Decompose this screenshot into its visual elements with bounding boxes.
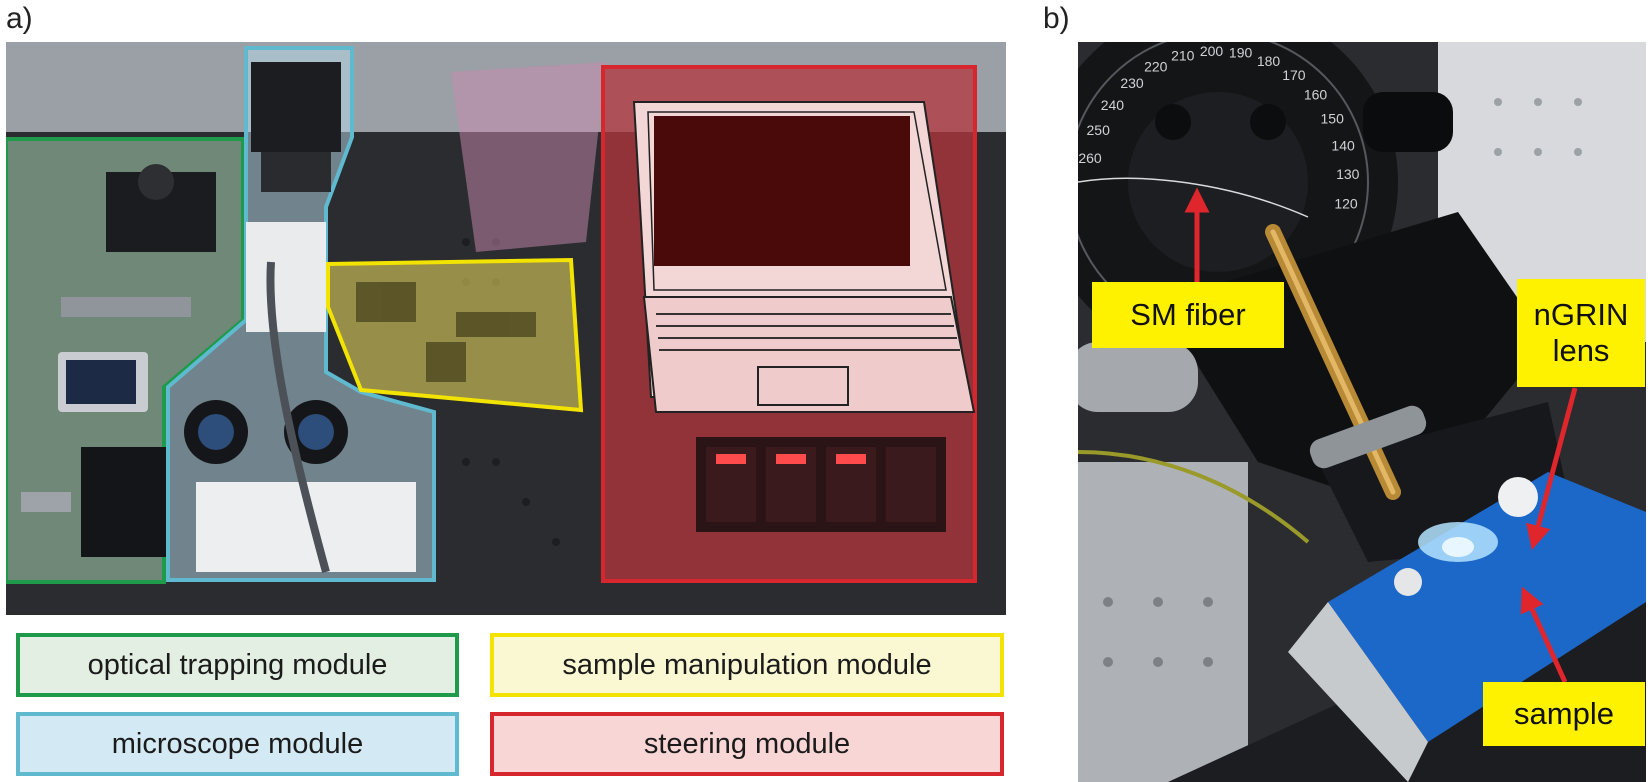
dial-tick-label: 150 [1321,111,1345,127]
lab-setup-photo [6,42,1006,615]
controller-units [696,437,946,532]
sm-fiber-callout: SM fiber [1092,282,1284,348]
dial-tick-label: 250 [1087,122,1111,138]
dial-tick-label: 130 [1336,166,1360,182]
legend-microscope-module: microscope module [16,712,459,776]
dial-tick-label: 140 [1331,138,1355,154]
sample-callout: sample [1483,682,1645,746]
dial-tick-label: 160 [1304,87,1328,103]
dial-tick-label: 180 [1257,53,1281,69]
legend-steering-module: steering module [490,712,1004,776]
lab-setup-illustration [6,42,1006,615]
dial-tick-label: 200 [1200,43,1224,59]
panel-a-label: a) [6,2,33,35]
panel-b-label: b) [1043,2,1070,35]
dial-tick-label: 210 [1171,48,1195,64]
dial-tick-label: 240 [1101,97,1125,113]
dial-tick-label: 220 [1144,59,1168,75]
dial-tick-label: 260 [1078,150,1102,166]
laptop-icon [632,101,976,413]
optical-components [21,164,216,557]
legend-optical-trapping-module: optical trapping module [16,633,459,697]
legend-sample-manipulation-module: sample manipulation module [490,633,1004,697]
ngrin-lens-callout-line2: lens [1552,333,1610,368]
dial-tick-label: 120 [1334,195,1358,211]
dial-tick-label: 170 [1282,67,1306,83]
sample-stage-parts [356,282,536,382]
ngrin-lens-callout-line1: nGRIN [1533,297,1629,333]
microscope-body [184,62,416,574]
dial-tick-label: 190 [1229,45,1253,61]
dial-tick-label: 230 [1120,75,1144,91]
ngrin-lens-callout: nGRIN lens [1517,279,1645,387]
